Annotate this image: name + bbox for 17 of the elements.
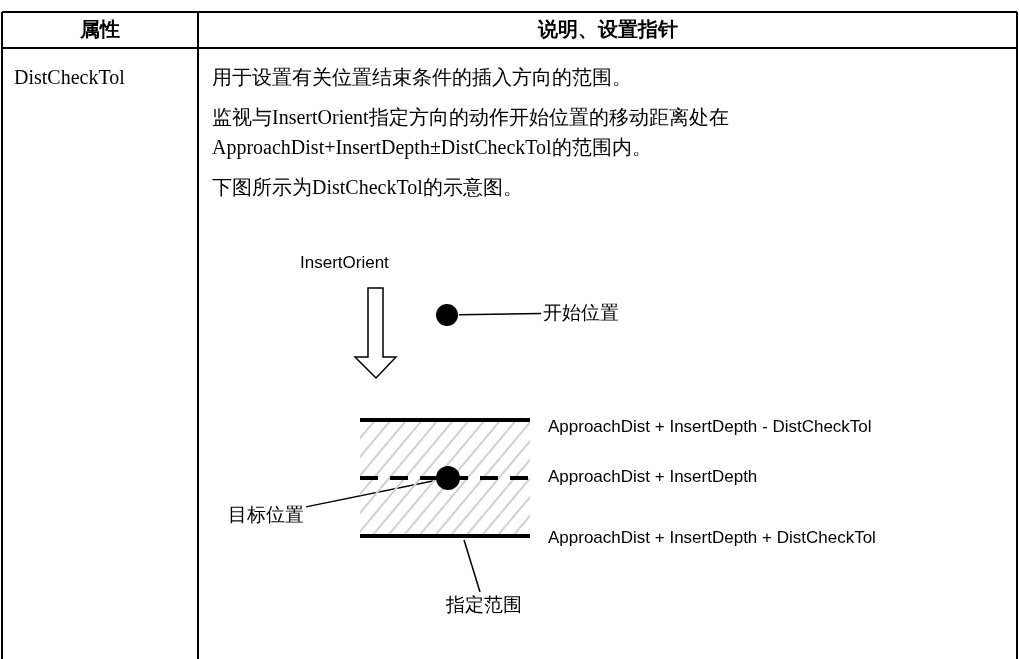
start-position-dot — [436, 304, 458, 326]
formula-label: ApproachDist + InsertDepth - DistCheckTol — [548, 416, 872, 438]
description-text: 用于设置有关位置结束条件的插入方向的范围。 — [212, 65, 633, 90]
description-text: 监视与InsertOrient指定方向的动作开始位置的移动距离处在ApproachDist+InsertDepth±DistCheckTol的范围内。 — [212, 105, 730, 161]
leader-line — [463, 539, 481, 593]
leader-line — [458, 312, 542, 316]
formula-label: ApproachDist + InsertDepth — [548, 466, 758, 488]
range-area — [360, 418, 530, 538]
position-label: 目标位置 — [228, 504, 304, 526]
column-header: 属性 — [79, 17, 121, 42]
position-label: 开始位置 — [543, 302, 619, 324]
description-text: 下图所示为DistCheckTol的示意图。 — [212, 175, 524, 200]
direction-label: InsertOrient — [300, 252, 389, 274]
column-header: 说明、设置指针 — [536, 17, 679, 42]
formula-label: ApproachDist + InsertDepth + DistCheckTol — [548, 527, 876, 549]
property-name: DistCheckTol — [14, 65, 126, 90]
range-label: 指定范围 — [446, 594, 522, 616]
